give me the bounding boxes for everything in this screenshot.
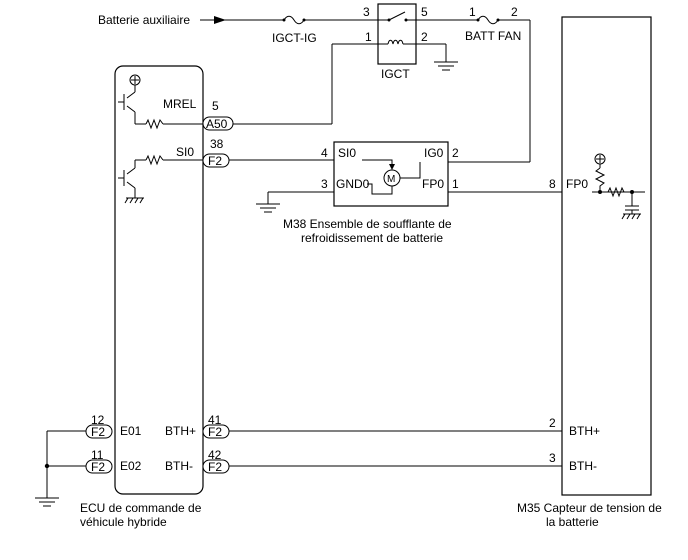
blower-pin-ig0: 2 [452,146,459,160]
fuse-pin-right: 2 [511,5,518,19]
sensor-pin-bth-minus: 3 [549,451,556,465]
ecu-terminal-mrel: MREL [163,97,197,111]
blower-pin-gnd0: 3 [321,177,328,191]
arrow-right-icon [214,16,226,24]
ground-relay-icon [434,61,458,71]
battery-label: Batterie auxiliaire [98,13,190,27]
ecu-pin-si0: 38 [210,137,224,151]
relay-name: IGCT [381,67,410,81]
transistor-mrel-icon [118,74,203,130]
fuse-igct-ig-label: IGCT-IG [272,31,317,45]
junction-dot [44,463,50,469]
relay-pin-5: 5 [421,5,428,19]
ecu-terminal-bth-plus: BTH+ [165,424,196,438]
connector-f2-e02-label: F2 [91,460,105,474]
ecu-pin-e01: 12 [91,413,105,427]
ecu-terminal-bth-minus: BTH- [165,459,193,473]
blower-caption-line1: M38 Ensemble de soufflante de [283,217,452,231]
blower-caption-line2: refroidissement de batterie [301,231,443,245]
connector-f2-si0-label: F2 [208,154,222,168]
relay-switch-icon [378,11,416,22]
blower-pin-fp0: 1 [452,177,459,191]
ecu-terminal-si0: SI0 [176,145,194,159]
ecu-box [114,65,204,495]
ecu-pin-mrel: 5 [212,99,219,113]
transistor-si0-icon [118,154,203,204]
connector-f2-e01-label: F2 [91,425,105,439]
blower-terminal-si0: SI0 [338,146,356,160]
ecu-terminal-e01: E01 [120,424,142,438]
relay-pin-1: 1 [365,30,372,44]
sensor-box [561,16,652,496]
sensor-caption-line2: la batterie [546,515,599,529]
ground-ecu-icon [35,497,59,507]
ecu-caption-line2: véhicule hybride [80,515,167,529]
blower-box [333,141,449,207]
relay-pin-3: 3 [363,5,370,19]
motor-symbol: M [387,174,395,185]
sensor-pin-fp0: 8 [549,177,556,191]
sensor-pin-bth-plus: 2 [549,416,556,430]
sensor-terminal-fp0: FP0 [566,177,588,191]
sensor-fp0-circuit-icon [592,153,645,220]
connector-f2-bth-minus-label: F2 [208,460,222,474]
ecu-pin-e02: 11 [91,448,104,462]
sensor-terminal-bth-plus: BTH+ [569,424,600,438]
relay-igct-box [377,3,417,65]
fuse-igct-ig-icon [282,15,306,25]
ecu-terminal-e02: E02 [120,459,142,473]
connector-f2-bth-plus-label: F2 [208,425,222,439]
fuse-batt-fan-label: BATT FAN [465,29,521,43]
connector-a50-label: A50 [206,117,228,131]
ground-blower-icon [256,203,280,213]
fuse-batt-fan-icon [476,15,500,25]
blower-terminal-ig0: IG0 [424,146,444,160]
blower-terminal-gnd0: GND0 [336,177,370,191]
blower-terminal-fp0: FP0 [422,177,444,191]
ecu-pin-bth-plus: 41 [208,413,222,427]
fuse-pin-left: 1 [469,5,476,19]
blower-pin-si0: 4 [321,146,328,160]
relay-pin-2: 2 [421,30,428,44]
sensor-caption-line1: M35 Capteur de tension de [517,501,662,515]
sensor-terminal-bth-minus: BTH- [569,459,597,473]
ecu-caption-line1: ECU de commande de [80,501,202,515]
ecu-pin-bth-minus: 42 [208,448,222,462]
relay-coil-icon [378,39,416,45]
motor-icon [362,159,421,195]
